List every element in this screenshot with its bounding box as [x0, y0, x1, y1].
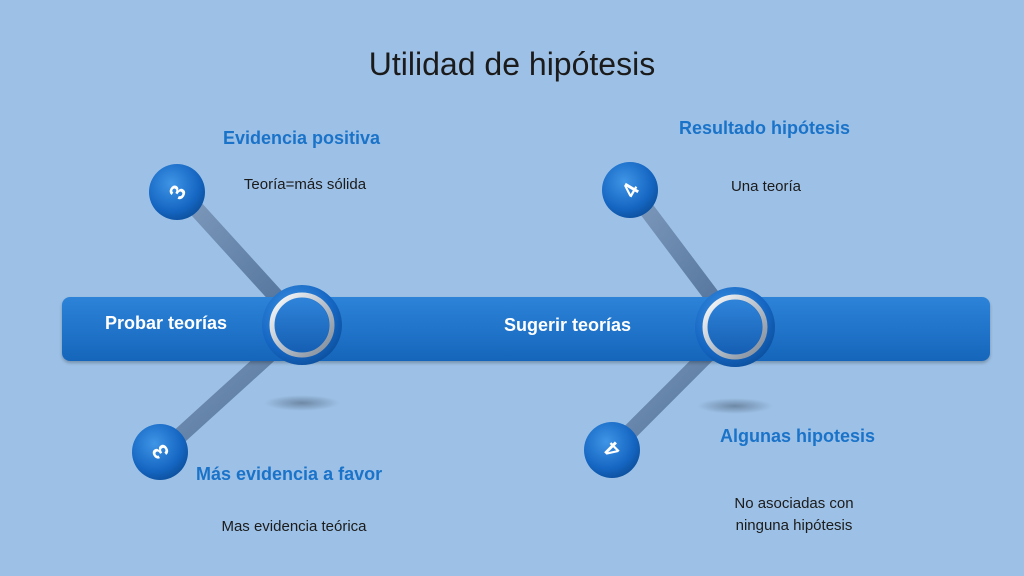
- node-top-left: 3: [149, 164, 205, 220]
- hub-shadow-left: [264, 395, 340, 411]
- hub-right: [695, 287, 775, 367]
- band-label-left: Probar teorías: [105, 313, 228, 333]
- heading-top-right: Resultado hipótesis: [679, 118, 851, 138]
- hub-left: [262, 285, 342, 365]
- note-bottom-left: Mas evidencia teórica: [221, 518, 367, 535]
- heading-bottom-left: Más evidencia a favor: [196, 464, 383, 484]
- hub-shadow-right: [697, 398, 773, 414]
- note-top-right: Una teoría: [730, 178, 802, 195]
- main-band: [62, 297, 990, 361]
- node-top-right: 4: [602, 162, 658, 218]
- page-title: Utilidad de hipótesis: [368, 46, 656, 82]
- heading-top-left: Evidencia positiva: [223, 128, 381, 148]
- node-bottom-left: 3: [132, 424, 188, 480]
- band-label-right: Sugerir teorías: [504, 315, 632, 335]
- node-bottom-right: 4: [584, 422, 640, 478]
- note-top-left: Teoría=más sólida: [243, 176, 367, 193]
- heading-bottom-right: Algunas hipotesis: [720, 426, 876, 446]
- note-bottom-right: No asociadas con ninguna hipótesis: [734, 495, 854, 534]
